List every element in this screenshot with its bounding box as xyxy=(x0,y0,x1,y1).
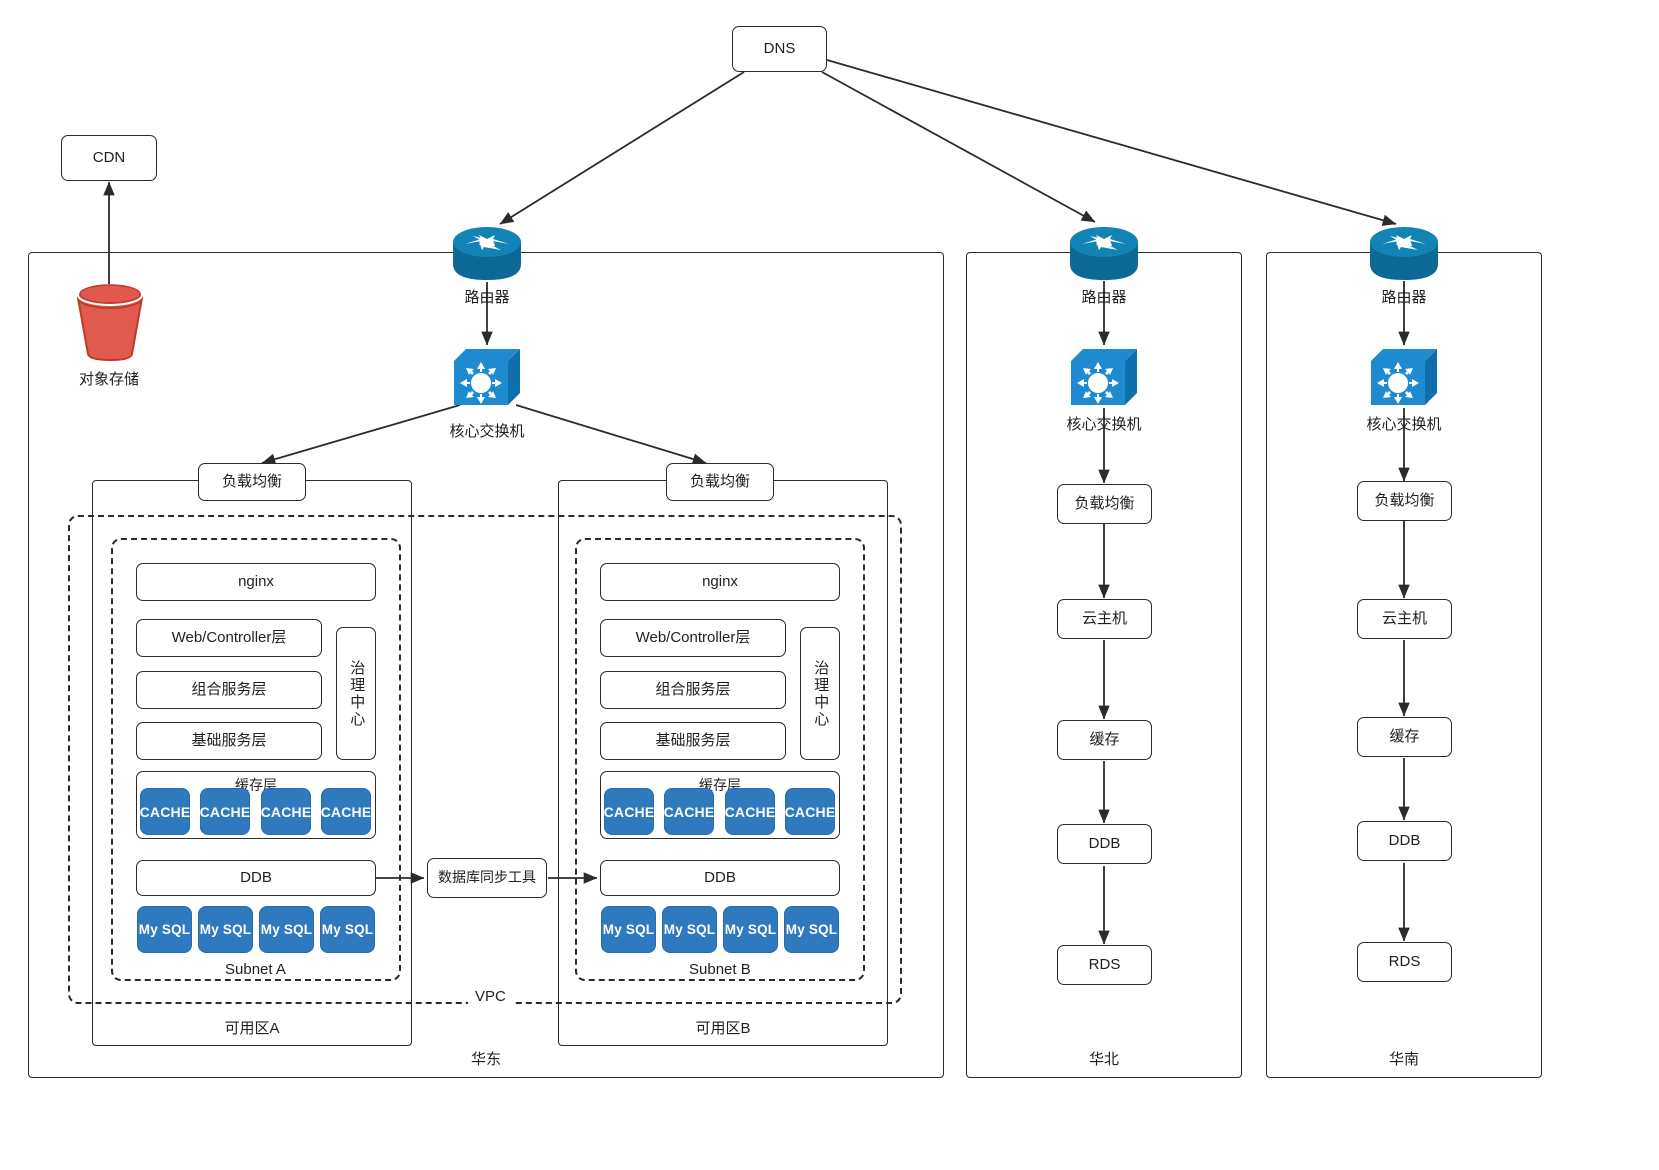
governance-center-b-label: 治理中心 xyxy=(812,659,830,728)
region-east-label: 华东 xyxy=(470,1051,501,1068)
mysql-node[interactable]: My SQL xyxy=(784,906,839,953)
web-controller-a[interactable]: Web/Controller层 xyxy=(136,619,322,657)
cache-node[interactable]: CACHE xyxy=(261,788,311,835)
subnet-a-boundary xyxy=(111,538,401,981)
nginx-b[interactable]: nginx xyxy=(600,563,840,601)
subnet-b-boundary xyxy=(575,538,865,981)
nginx-a[interactable]: nginx xyxy=(136,563,376,601)
compose-service-a[interactable]: 组合服务层 xyxy=(136,671,322,709)
core-switch-north-caption: 核心交换机 xyxy=(1066,416,1142,433)
core-switch-icon-south xyxy=(1369,345,1439,407)
cache-node[interactable]: CACHE xyxy=(664,788,714,835)
governance-center-a[interactable]: 治理中心 xyxy=(336,627,376,760)
mysql-node[interactable]: My SQL xyxy=(137,906,192,953)
cache-node[interactable]: CACHE xyxy=(785,788,835,835)
core-switch-south-caption: 核心交换机 xyxy=(1366,416,1442,433)
compose-service-b[interactable]: 组合服务层 xyxy=(600,671,786,709)
load-balancer-b[interactable]: 负载均衡 xyxy=(666,463,774,501)
north-cloud-host[interactable]: 云主机 xyxy=(1057,599,1152,639)
web-controller-b[interactable]: Web/Controller层 xyxy=(600,619,786,657)
base-service-b[interactable]: 基础服务层 xyxy=(600,722,786,760)
governance-center-b[interactable]: 治理中心 xyxy=(800,627,840,760)
subnet-b-label: Subnet B xyxy=(682,961,758,978)
router-icon-east xyxy=(451,224,523,282)
router-north-caption: 路由器 xyxy=(1081,289,1127,306)
north-cache[interactable]: 缓存 xyxy=(1057,720,1152,760)
north-load-balancer[interactable]: 负载均衡 xyxy=(1057,484,1152,524)
south-cache[interactable]: 缓存 xyxy=(1357,717,1452,757)
core-switch-icon-north xyxy=(1069,345,1139,407)
south-ddb[interactable]: DDB xyxy=(1357,821,1452,861)
availability-zone-a-label: 可用区A xyxy=(224,1020,280,1037)
south-cloud-host[interactable]: 云主机 xyxy=(1357,599,1452,639)
mysql-node[interactable]: My SQL xyxy=(662,906,717,953)
dns-node[interactable]: DNS xyxy=(732,26,827,72)
cache-node[interactable]: CACHE xyxy=(200,788,250,835)
router-icon-south xyxy=(1368,224,1440,282)
subnet-a-label: Subnet A xyxy=(218,961,293,978)
router-south-caption: 路由器 xyxy=(1381,289,1427,306)
load-balancer-a[interactable]: 负载均衡 xyxy=(198,463,306,501)
ddb-b[interactable]: DDB xyxy=(600,860,840,896)
south-rds[interactable]: RDS xyxy=(1357,942,1452,982)
availability-zone-b-label: 可用区B xyxy=(695,1020,751,1037)
core-switch-east-caption: 核心交换机 xyxy=(449,423,525,440)
cdn-node[interactable]: CDN xyxy=(61,135,157,181)
router-icon-north xyxy=(1068,224,1140,282)
mysql-node[interactable]: My SQL xyxy=(320,906,375,953)
vpc-label: VPC xyxy=(468,988,513,1005)
mysql-node[interactable]: My SQL xyxy=(723,906,778,953)
south-load-balancer[interactable]: 负载均衡 xyxy=(1357,481,1452,521)
cache-node[interactable]: CACHE xyxy=(725,788,775,835)
region-north-label: 华北 xyxy=(1088,1051,1119,1068)
ddb-a[interactable]: DDB xyxy=(136,860,376,896)
core-switch-icon-east xyxy=(452,345,522,407)
north-ddb[interactable]: DDB xyxy=(1057,824,1152,864)
router-east-caption: 路由器 xyxy=(464,289,510,306)
object-storage-icon xyxy=(70,284,150,362)
base-service-a[interactable]: 基础服务层 xyxy=(136,722,322,760)
cache-node[interactable]: CACHE xyxy=(140,788,190,835)
mysql-node[interactable]: My SQL xyxy=(601,906,656,953)
mysql-node[interactable]: My SQL xyxy=(198,906,253,953)
database-sync-tool[interactable]: 数据库同步工具 xyxy=(427,858,547,898)
cache-node[interactable]: CACHE xyxy=(321,788,371,835)
object-storage-caption: 对象存储 xyxy=(78,371,139,388)
region-south-label: 华南 xyxy=(1388,1051,1419,1068)
cache-node[interactable]: CACHE xyxy=(604,788,654,835)
governance-center-a-label: 治理中心 xyxy=(348,659,366,728)
mysql-node[interactable]: My SQL xyxy=(259,906,314,953)
north-rds[interactable]: RDS xyxy=(1057,945,1152,985)
